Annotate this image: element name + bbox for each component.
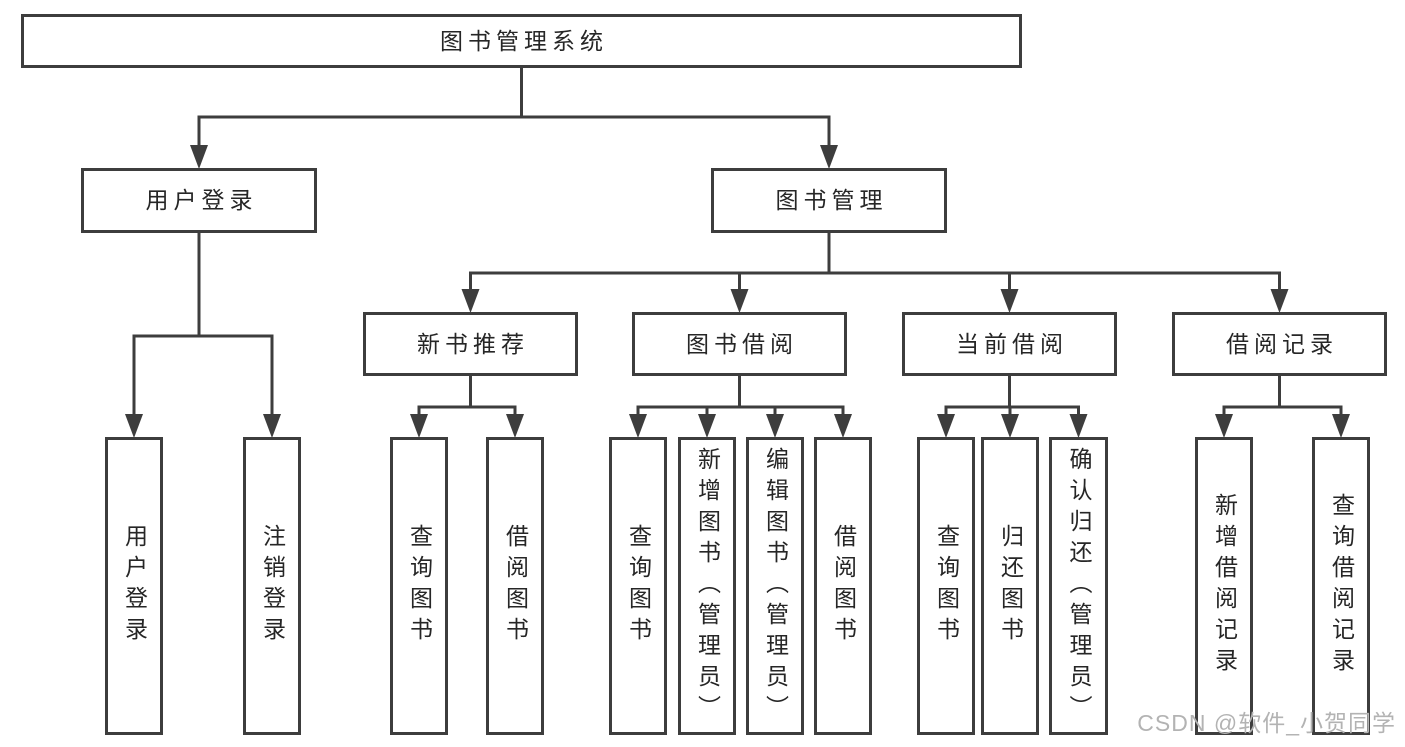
node-user-login: 用户登录 [81,168,317,233]
node-book-management: 图书管理 [711,168,947,233]
node-system-root: 图书管理系统 [21,14,1022,68]
node-leaf-bb-edit-books: 编辑图书（管理员） [746,437,804,735]
node-borrowing-records: 借阅记录 [1172,312,1387,376]
node-book-borrowing: 图书借阅 [632,312,847,376]
node-leaf-logout: 注销登录 [243,437,301,735]
node-leaf-bb-add-books: 新增图书（管理员） [678,437,736,735]
node-leaf-cb-query-books: 查询图书 [917,437,975,735]
node-leaf-rec-borrow-books: 借阅图书 [486,437,544,735]
node-leaf-bb-borrow-books: 借阅图书 [814,437,872,735]
node-current-borrowing: 当前借阅 [902,312,1117,376]
node-new-book-recommend: 新书推荐 [363,312,578,376]
node-leaf-br-add-record: 新增借阅记录 [1195,437,1253,735]
node-leaf-cb-return-books: 归还图书 [981,437,1039,735]
node-leaf-bb-query-books: 查询图书 [609,437,667,735]
node-leaf-cb-confirm-return: 确认归还（管理员） [1049,437,1108,735]
node-leaf-rec-query-books: 查询图书 [390,437,448,735]
node-leaf-user-login: 用户登录 [105,437,163,735]
node-leaf-br-query-record: 查询借阅记录 [1312,437,1370,735]
